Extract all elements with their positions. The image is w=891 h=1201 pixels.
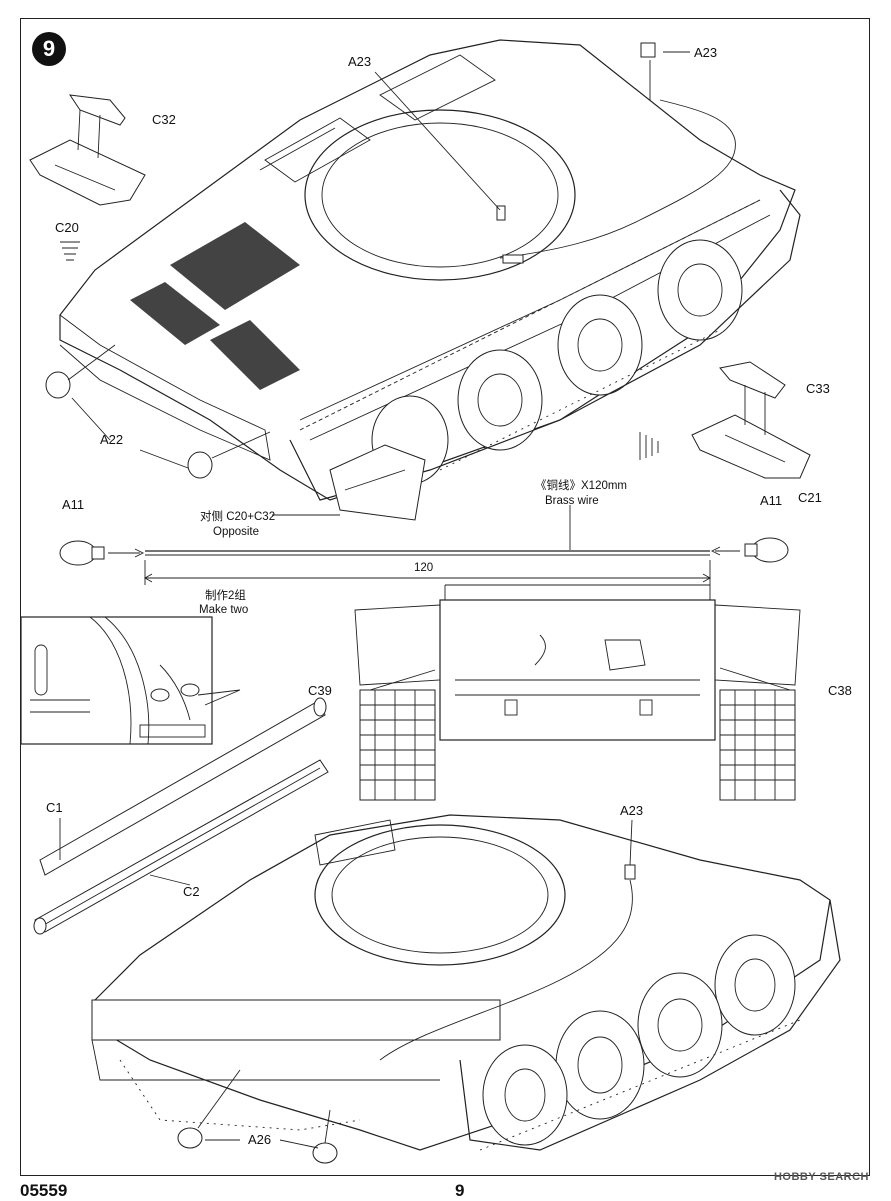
rear-view-tank <box>354 584 801 801</box>
cement-arrow-icon <box>639 432 659 460</box>
catalog-number: 05559 <box>20 1181 68 1200</box>
label-a23-top-center: A23 <box>348 54 372 69</box>
part-a26-hooks <box>177 1069 338 1164</box>
label-c38: C38 <box>828 683 852 698</box>
upper-road-wheels <box>371 239 743 485</box>
part-a22-tow-hooks <box>45 344 271 479</box>
lower-road-wheels <box>482 934 796 1146</box>
watermark: HOBBY SEARCH <box>773 1171 869 1183</box>
label-a22: A22 <box>100 432 124 447</box>
label-make-two-en: Make two <box>199 604 249 616</box>
detail-inset <box>20 616 241 745</box>
upper-tank-hull <box>59 39 801 521</box>
label-a23-bottom: A23 <box>620 803 644 818</box>
label-make-two-cn: 制作2组 <box>205 590 246 602</box>
page-frame <box>20 18 870 1176</box>
part-a23-top <box>640 42 656 58</box>
label-c21: C21 <box>798 490 822 505</box>
label-c39: C39 <box>308 683 332 698</box>
label-wire-en: Brass wire <box>545 495 599 507</box>
brass-wire-assembly <box>59 505 789 585</box>
part-c32-c20 <box>29 94 146 206</box>
lower-tank-hull <box>91 814 841 1151</box>
cement-arrow-icon <box>60 241 80 261</box>
label-c33: C33 <box>806 381 830 396</box>
label-c32: C32 <box>152 112 176 127</box>
label-c20: C20 <box>55 220 79 235</box>
label-opposite-cn: 对侧 C20+C32 <box>200 511 276 523</box>
label-wire-length: 120 <box>414 562 434 574</box>
part-c33-c21 <box>691 361 811 479</box>
part-c1-c2-beam <box>33 697 329 935</box>
label-c2: C2 <box>183 884 200 899</box>
label-a26: A26 <box>248 1132 272 1147</box>
label-a11-right: A11 <box>760 493 783 508</box>
label-wire-cn: 《铜线》X120mm <box>535 480 628 492</box>
step-number-badge: 9 <box>32 32 66 66</box>
page-number: 9 <box>455 1181 465 1200</box>
label-c1: C1 <box>46 800 63 815</box>
label-a11-left: A11 <box>62 497 85 512</box>
label-a23-top-right: A23 <box>694 45 718 60</box>
label-opposite-en: Opposite <box>213 526 260 538</box>
